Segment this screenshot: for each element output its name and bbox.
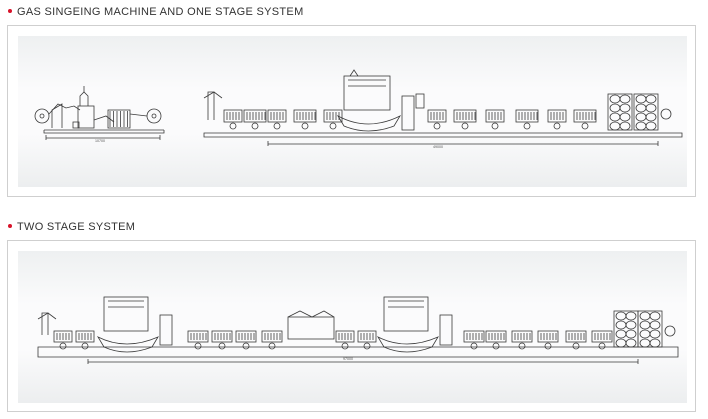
dimension-label: 10700 xyxy=(95,139,105,143)
washing-unit xyxy=(427,109,447,130)
section-title: TWO STAGE SYSTEM xyxy=(17,221,136,233)
coil-winders xyxy=(607,93,672,131)
washing-unit xyxy=(573,109,597,130)
washing-unit xyxy=(323,109,343,130)
gas-singeing-machine xyxy=(34,86,165,134)
washing-unit xyxy=(261,330,283,350)
red-bullet-icon xyxy=(8,223,12,228)
section-title: GAS SINGEING MACHINE AND ONE STAGE SYSTE… xyxy=(17,6,304,18)
coil-winders xyxy=(613,310,676,348)
machine-line-drawing: 10700 49000 xyxy=(34,69,683,149)
washing-unit xyxy=(565,330,587,350)
washing-unit xyxy=(211,330,233,350)
washing-unit xyxy=(335,330,355,350)
washing-unit xyxy=(485,109,505,130)
dimension-line xyxy=(87,359,639,364)
coil-icon xyxy=(633,93,659,131)
washing-unit xyxy=(53,330,73,350)
washing-unit xyxy=(223,109,243,130)
dimension-label: 97000 xyxy=(343,357,353,361)
dimension-label: 49000 xyxy=(433,145,443,149)
two-stage-system xyxy=(37,296,679,358)
diagram-canvas: 97000 xyxy=(18,251,687,403)
dimension-line xyxy=(45,135,161,140)
washing-unit xyxy=(515,109,539,130)
process-units xyxy=(223,109,597,130)
diagram-panel: 10700 49000 xyxy=(7,25,696,197)
washing-unit xyxy=(75,330,95,350)
process-units xyxy=(53,330,613,350)
coil-icon xyxy=(613,310,639,348)
section-heading-1: GAS SINGEING MACHINE AND ONE STAGE SYSTE… xyxy=(8,5,304,19)
washing-unit xyxy=(453,109,477,130)
coil-icon xyxy=(607,93,633,131)
washing-unit xyxy=(547,109,567,130)
washing-unit xyxy=(485,330,507,350)
coil-icon xyxy=(637,310,663,348)
washing-unit xyxy=(591,330,613,350)
washing-unit xyxy=(357,330,377,350)
washing-unit xyxy=(463,330,485,350)
washing-unit xyxy=(267,109,287,130)
one-stage-system xyxy=(203,69,683,138)
washing-unit xyxy=(293,109,317,130)
washing-unit xyxy=(243,109,267,130)
washing-unit xyxy=(187,330,209,350)
washing-unit xyxy=(235,330,257,350)
singeing-rollers xyxy=(109,111,128,127)
red-bullet-icon xyxy=(8,8,12,13)
diagram-panel: 97000 xyxy=(7,240,696,412)
diagram-canvas: 10700 49000 xyxy=(18,36,687,187)
section-heading-2: TWO STAGE SYSTEM xyxy=(8,220,135,234)
dimension-line xyxy=(267,141,659,146)
washing-unit xyxy=(511,330,533,350)
washing-unit xyxy=(537,330,559,350)
machine-line-drawing: 97000 xyxy=(37,296,679,364)
